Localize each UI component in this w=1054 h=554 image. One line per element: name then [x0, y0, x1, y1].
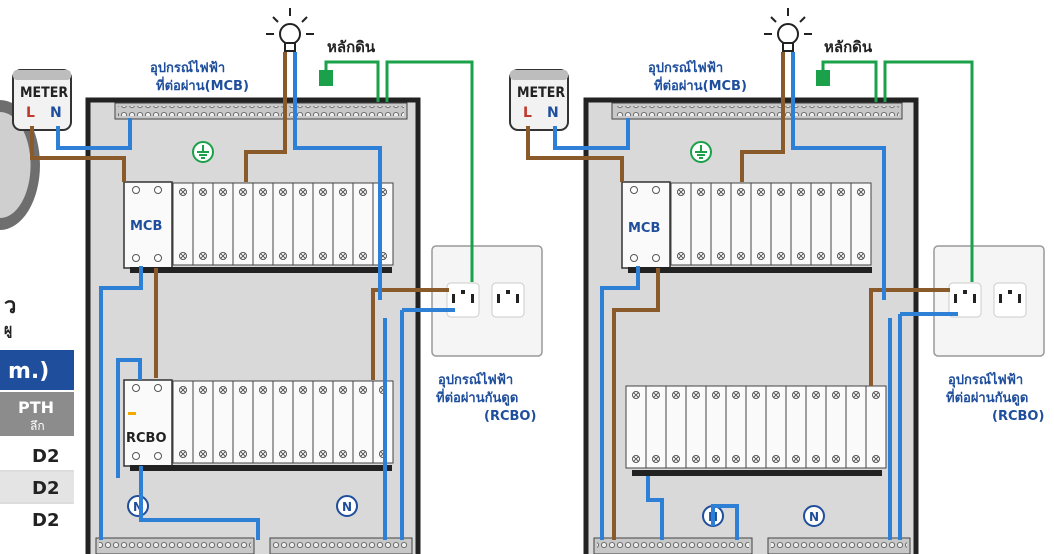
fragment-char-2: ผู	[4, 322, 12, 338]
rcbo-devices-label-2c: (RCBO)	[992, 409, 1044, 424]
rcbo-circuits-row	[625, 385, 887, 476]
rcbo-devices-label-2a: อุปกรณ์ไฟฟ้า	[948, 371, 1023, 388]
light-bulb-icon-2	[764, 8, 812, 52]
left-edge-fragment: ว ผู m.) PTH ลึก D2 D2 D2	[0, 100, 74, 534]
earth-wires-2	[821, 60, 974, 282]
fragment-sub-2: ลึก	[30, 419, 45, 433]
mcb-devices-label-2: ที่ต่อผ่าน(MCB)	[156, 76, 249, 94]
fragment-row-1: D2	[32, 446, 59, 467]
main-rcbo	[123, 379, 173, 467]
rcbo-devices-label-2: ที่ต่อผ่านกันดูด	[436, 388, 518, 406]
svg-text:N: N	[342, 500, 352, 514]
diagram-right: MCB N N METER L	[509, 8, 1045, 554]
rcbo-devices-label-2b: ที่ต่อผ่านกันดูด	[946, 388, 1028, 406]
mcb-devices-label-2a: อุปกรณ์ไฟฟ้า	[648, 59, 723, 76]
fragment-table-header	[0, 350, 74, 390]
meter-n: N	[50, 105, 62, 121]
earth-symbol-icon-2	[690, 141, 712, 163]
wall-socket	[431, 245, 543, 357]
consumer-panel	[85, 97, 421, 554]
electric-meter-2: METER L N	[509, 69, 569, 131]
mcb-devices-label-1: อุปกรณ์ไฟฟ้า	[150, 59, 225, 76]
live-wires-2	[526, 52, 950, 540]
fragment-row-2: D2	[32, 478, 59, 499]
fragment-sub-1: PTH	[18, 398, 54, 417]
svg-text:N: N	[547, 105, 559, 121]
meter-label: METER	[20, 85, 68, 101]
rcbo-row: RCBO	[123, 379, 394, 471]
rcbo-devices-label-1: อุปกรณ์ไฟฟ้า	[438, 371, 513, 388]
main-mcb-2	[621, 181, 671, 269]
diagram-left: MCB RCBO N N	[12, 8, 543, 554]
rcbo-label: RCBO	[126, 431, 167, 446]
svg-text:N: N	[809, 510, 819, 524]
electric-meter: METER L N	[12, 69, 72, 131]
ground-rod-icon-2	[816, 70, 830, 86]
neutral-marker-right: N	[336, 495, 358, 517]
ground-label-2: หลักดิน	[824, 38, 873, 56]
mcb-label-2: MCB	[628, 221, 660, 236]
fragment-header-text: m.)	[8, 359, 49, 384]
ground-label: หลักดิน	[327, 38, 376, 56]
mcb-row-2: MCB	[621, 181, 872, 273]
mcb-row: MCB	[123, 181, 394, 273]
consumer-panel-2	[583, 97, 919, 554]
main-mcb	[123, 181, 173, 269]
neutral-wires-2	[553, 52, 958, 540]
ground-rod-icon	[319, 70, 333, 86]
mcb-label: MCB	[130, 219, 162, 234]
svg-text:L: L	[523, 105, 532, 121]
meter-l: L	[26, 105, 35, 121]
meter-label-2: METER	[517, 85, 565, 101]
wall-socket-2	[933, 245, 1045, 357]
earth-symbol-icon	[192, 141, 214, 163]
neutral-marker-left: N	[127, 495, 149, 517]
svg-text:N: N	[133, 500, 143, 514]
rcbo-devices-label-3: (RCBO)	[484, 409, 536, 424]
fragment-char-1: ว	[4, 294, 16, 319]
neutral-marker-right-2: N	[803, 505, 825, 527]
light-bulb-icon	[266, 8, 314, 52]
neutral-wires	[56, 52, 455, 540]
earth-wires	[324, 60, 474, 282]
live-wires	[30, 52, 449, 380]
mcb-devices-label-2b: ที่ต่อผ่าน(MCB)	[654, 76, 747, 94]
fragment-row-3: D2	[32, 510, 59, 531]
